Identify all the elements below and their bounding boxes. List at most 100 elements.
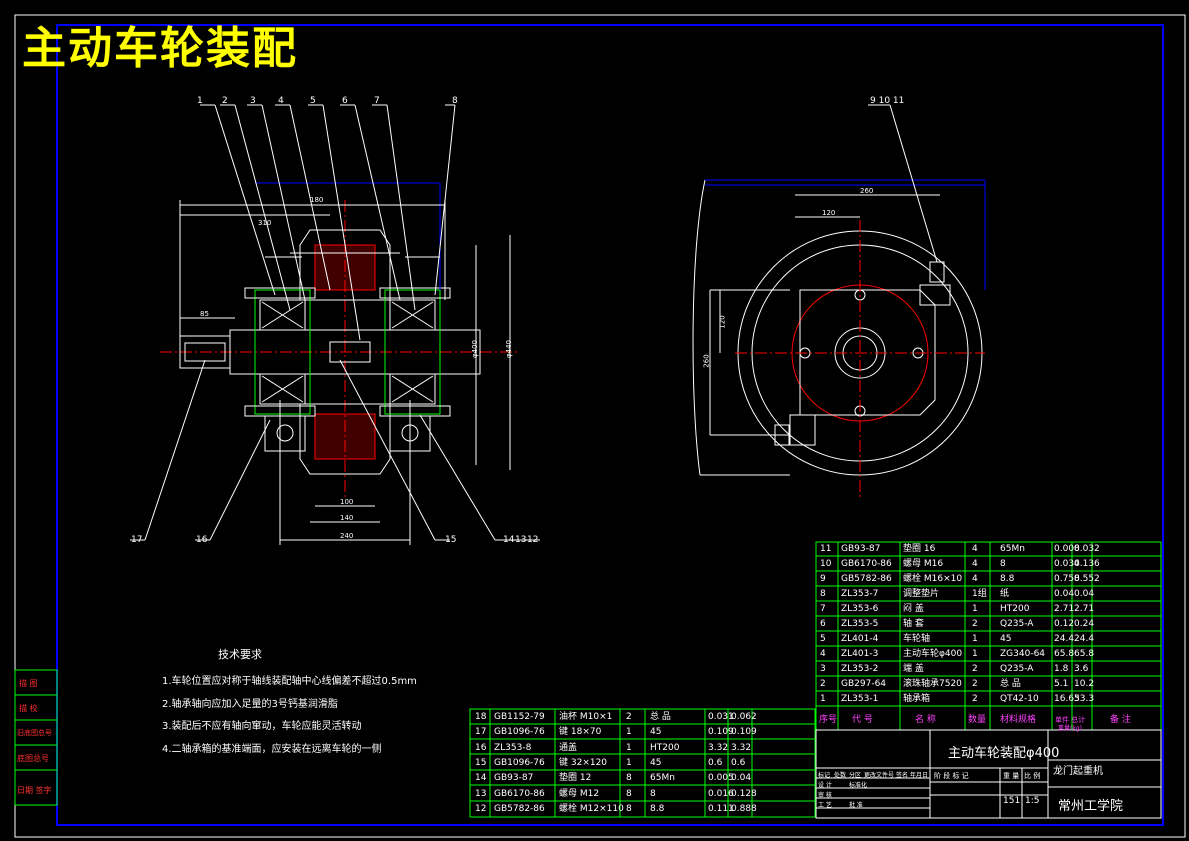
side-label-5: 日期 签字 [17,786,52,795]
bom-upper-row-5-col-5: 24.4 [1054,634,1075,644]
weight-value: 151 [1003,796,1021,806]
bom-lower-row-13-col-5: 0.016 [708,788,734,799]
callout-13: 13 [515,535,527,545]
bom-upper-row-2-col-4: 总 品 [1000,679,1021,689]
dim-180: 180 [310,196,324,204]
bom-upper-row-7-col-5: 2.71 [1054,604,1075,614]
bom-upper-row-9-col-3: 4 [972,574,978,584]
bom-upper-row-5-col-0: 5 [820,634,826,644]
tech-item-1: 1.车轮位置应对称于轴线装配轴中心线偏差不超过0.5mm [162,676,417,687]
side-label-4: 底图总号 [17,754,49,763]
bom-header-no: 序号 [819,715,838,725]
bom-upper-row-7-col-4: HT200 [1000,604,1030,614]
bom-upper-row-11-col-3: 4 [972,544,978,554]
bom-lower-row-18-col-0: 18 [475,712,487,722]
drawing-name: 主动车轮装配φ400 [948,746,1060,761]
bom-upper-row-10-col-0: 10 [820,559,832,569]
bom-upper-row-3-col-1: ZL353-2 [841,664,879,674]
bom-upper-row-3-col-0: 3 [820,664,826,674]
bom-upper-row-7-col-2: 闷 盖 [903,604,924,614]
bom-lower-row-13-col-0: 13 [475,788,487,799]
bom-lower-row-12-col-6: 0.888 [731,803,757,814]
bom-lower-row-18-col-4: 总 品 [650,712,671,722]
bom-lower-row-12-col-2: 螺栓 M12×110 [559,803,624,814]
bom-lower-row-17-col-1: GB1096-76 [494,727,545,738]
bom-lower-row-15-col-1: GB1096-76 [494,757,545,768]
bom-upper-row-9-col-1: GB5782-86 [841,574,892,584]
bom-upper-row-2-col-3: 2 [972,679,978,689]
bom-upper-row-3-col-3: 2 [972,664,978,674]
bom-lower-row-16-col-5: 3.32 [708,742,729,753]
bom-lower-row-16-col-6: 3.32 [731,742,752,753]
tech-heading: 技术要求 [218,648,262,661]
bom-lower-row-17-col-3: 1 [626,727,632,738]
bom-lower-row-12-col-0: 12 [475,803,487,814]
drawing-title: 主动车轮装配 [22,23,298,74]
bom-upper-row-9-col-6: 0.552 [1074,574,1100,584]
bom-upper-row-11-col-4: 65Mn [1000,544,1025,554]
bom-upper-row-6-col-6: 0.24 [1074,619,1095,629]
dim-phi440: φ440 [504,340,513,358]
bom-lower-row-14-col-5: 0.005 [708,773,734,784]
dim-85: 85 [200,310,209,318]
bom-upper-row-1-col-5: 16.65 [1054,694,1080,704]
bom-lower-row-16-col-4: HT200 [650,742,680,753]
bom-upper-row-1-col-2: 轴承箱 [903,694,931,704]
bom-lower-row-14-col-4: 65Mn [650,773,675,784]
bom-upper-row-1-col-1: ZL353-1 [841,694,879,704]
bom-lower-row-14-col-2: 垫圈 12 [559,773,592,784]
side-label-3: 旧底图总号 [17,729,52,737]
bom-upper-row-2-col-1: GB297-64 [841,679,887,689]
bom-upper-row-6-col-4: Q235-A [1000,619,1034,629]
bom-header-name: 名 称 [915,715,936,725]
callout-3: 3 [250,96,256,106]
callout-17: 17 [131,535,143,545]
bom-lower-row-14-col-0: 14 [475,773,487,784]
side-label-2: 描 校 [19,704,38,713]
bom-upper-row-5-col-4: 45 [1000,634,1012,644]
bom-upper-row-4-col-5: 65.8 [1054,649,1075,659]
bom-upper-row-11-col-1: GB93-87 [841,544,881,554]
bom-lower-row-15-col-0: 15 [475,757,487,768]
bom-lower-row-18-col-2: 油杯 M10×1 [559,712,613,722]
callout-1: 1 [197,96,203,106]
tb-row-process: 工 艺 [818,802,832,809]
side-view [692,104,986,500]
bom-upper-row-2-col-5: 5.1 [1054,679,1069,689]
bom-upper-row-2-col-2: 滚珠轴承7520 [903,679,962,689]
bom-upper-row-5-col-1: ZL401-4 [841,634,879,644]
dim-310: 310 [258,219,272,227]
bom-lower-row-16-col-0: 16 [475,742,487,753]
bom-lower-row-18-col-5: 0.031 [708,712,734,722]
bom-upper-row-1-col-0: 1 [820,694,826,704]
bom-upper-row-10-col-3: 4 [972,559,978,569]
bom-header-remark: 备 注 [1110,715,1131,725]
bom-lower-row-18-col-6: 0.062 [731,712,757,722]
callout-14: 14 [503,535,515,545]
bom-upper-row-8-col-1: ZL353-7 [841,589,879,599]
bom-lower-row-12-col-4: 8.8 [650,803,665,814]
bom-upper-row-9-col-4: 8.8 [1000,574,1015,584]
bom-upper-row-11-col-6: 0.032 [1074,544,1100,554]
callout-6: 6 [342,96,348,106]
bom-lower-row-16-col-3: 1 [626,742,632,753]
bom-lower-row-15-col-6: 0.6 [731,757,746,768]
bom-upper-row-6-col-3: 2 [972,619,978,629]
bom-header-code: 代 号 [852,715,873,725]
bom-lower-row-18-col-1: GB1152-79 [494,712,545,722]
bom-header-material: 材料规格 [1000,715,1037,725]
bom-upper-row-11-col-0: 11 [820,544,832,554]
tech-item-3: 3.装配后不应有轴向窜动，车轮应能灵活转动 [162,721,362,732]
scale-label: 比 例 [1024,772,1041,780]
weight-label: 重 量 [1003,772,1020,780]
bom-lower-row-18-col-3: 2 [626,712,632,722]
tb-label-doc: 更改文件号 [864,772,895,779]
dim-side-v260: 260 [702,354,711,368]
bom-lower-grid [469,708,816,818]
tb-row-review: 审 核 [818,792,832,799]
bom-upper-row-9-col-2: 螺栓 M16×10 [903,574,963,584]
bom-upper-row-4-col-6: 65.8 [1074,649,1095,659]
bom-upper-row-6-col-0: 6 [820,619,826,629]
bom-upper-row-7-col-3: 1 [972,604,978,614]
outer-border [14,14,1186,838]
